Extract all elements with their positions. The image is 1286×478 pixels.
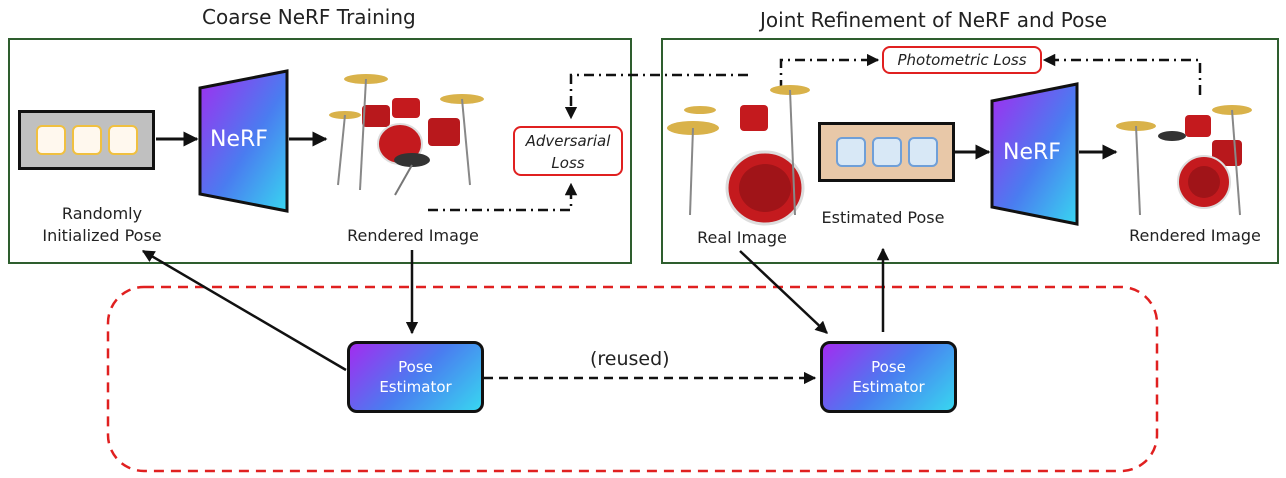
pose-cell (907, 137, 938, 167)
pose-cell (71, 125, 102, 155)
joint-refinement-panel (661, 38, 1279, 264)
estimated-pose-vector (818, 122, 955, 182)
right-nerf-block (990, 82, 1079, 226)
coarse-nerf-training-panel (8, 38, 632, 264)
pose-cell (35, 125, 66, 155)
arrow-real-to-adversarial (564, 73, 748, 120)
arrow-estimator-to-randompose (141, 249, 347, 372)
left-panel-title: Coarse NeRF Training (202, 5, 416, 29)
pose-estimator-left-line2: Estimator (379, 378, 452, 396)
rendered-image-right-drum-icon (1116, 105, 1252, 216)
arrow-real-to-photometric (779, 53, 880, 90)
right-panel-title: Joint Refinement of NeRF and Pose (760, 8, 1108, 32)
rendered-image-right-label: Rendered Image (1129, 226, 1261, 245)
rendered-image-left-drum-icon (329, 74, 484, 196)
arrow-real-to-estimator (739, 250, 828, 334)
pose-estimator-left: Pose Estimator (347, 341, 484, 413)
pose-estimator-left-line1: Pose (398, 358, 433, 376)
rendered-image-left-label: Rendered Image (347, 226, 479, 245)
estimated-pose-label: Estimated Pose (821, 208, 945, 227)
reused-label: (reused) (590, 348, 670, 370)
left-nerf-block (198, 69, 289, 213)
random-pose-label-line1: Randomly (61, 204, 143, 223)
real-image-label: Real Image (697, 228, 787, 247)
pose-estimator-right: Pose Estimator (820, 341, 957, 413)
real-image-drum-icon (667, 85, 810, 226)
random-pose-vector (18, 110, 155, 170)
pose-estimator-right-line1: Pose (871, 358, 906, 376)
random-pose-label-line2: Initialized Pose (42, 226, 162, 245)
left-nerf-label: NeRF (210, 127, 268, 152)
pose-estimator-right-line2: Estimator (852, 378, 925, 396)
pose-cell (871, 137, 902, 167)
arrow-render-to-adversarial (428, 182, 578, 212)
adversarial-loss-line2: Loss (551, 154, 585, 172)
adversarial-loss-line1: Adversarial (525, 132, 611, 150)
photometric-loss-box: Photometric Loss (882, 46, 1042, 74)
estimator-dashed-region (106, 285, 1159, 473)
adversarial-loss-box: Adversarial Loss (513, 126, 623, 176)
right-nerf-label: NeRF (1003, 140, 1061, 165)
pose-cell (107, 125, 138, 155)
pose-cell (835, 137, 866, 167)
arrow-render-to-photometric (1042, 53, 1202, 95)
